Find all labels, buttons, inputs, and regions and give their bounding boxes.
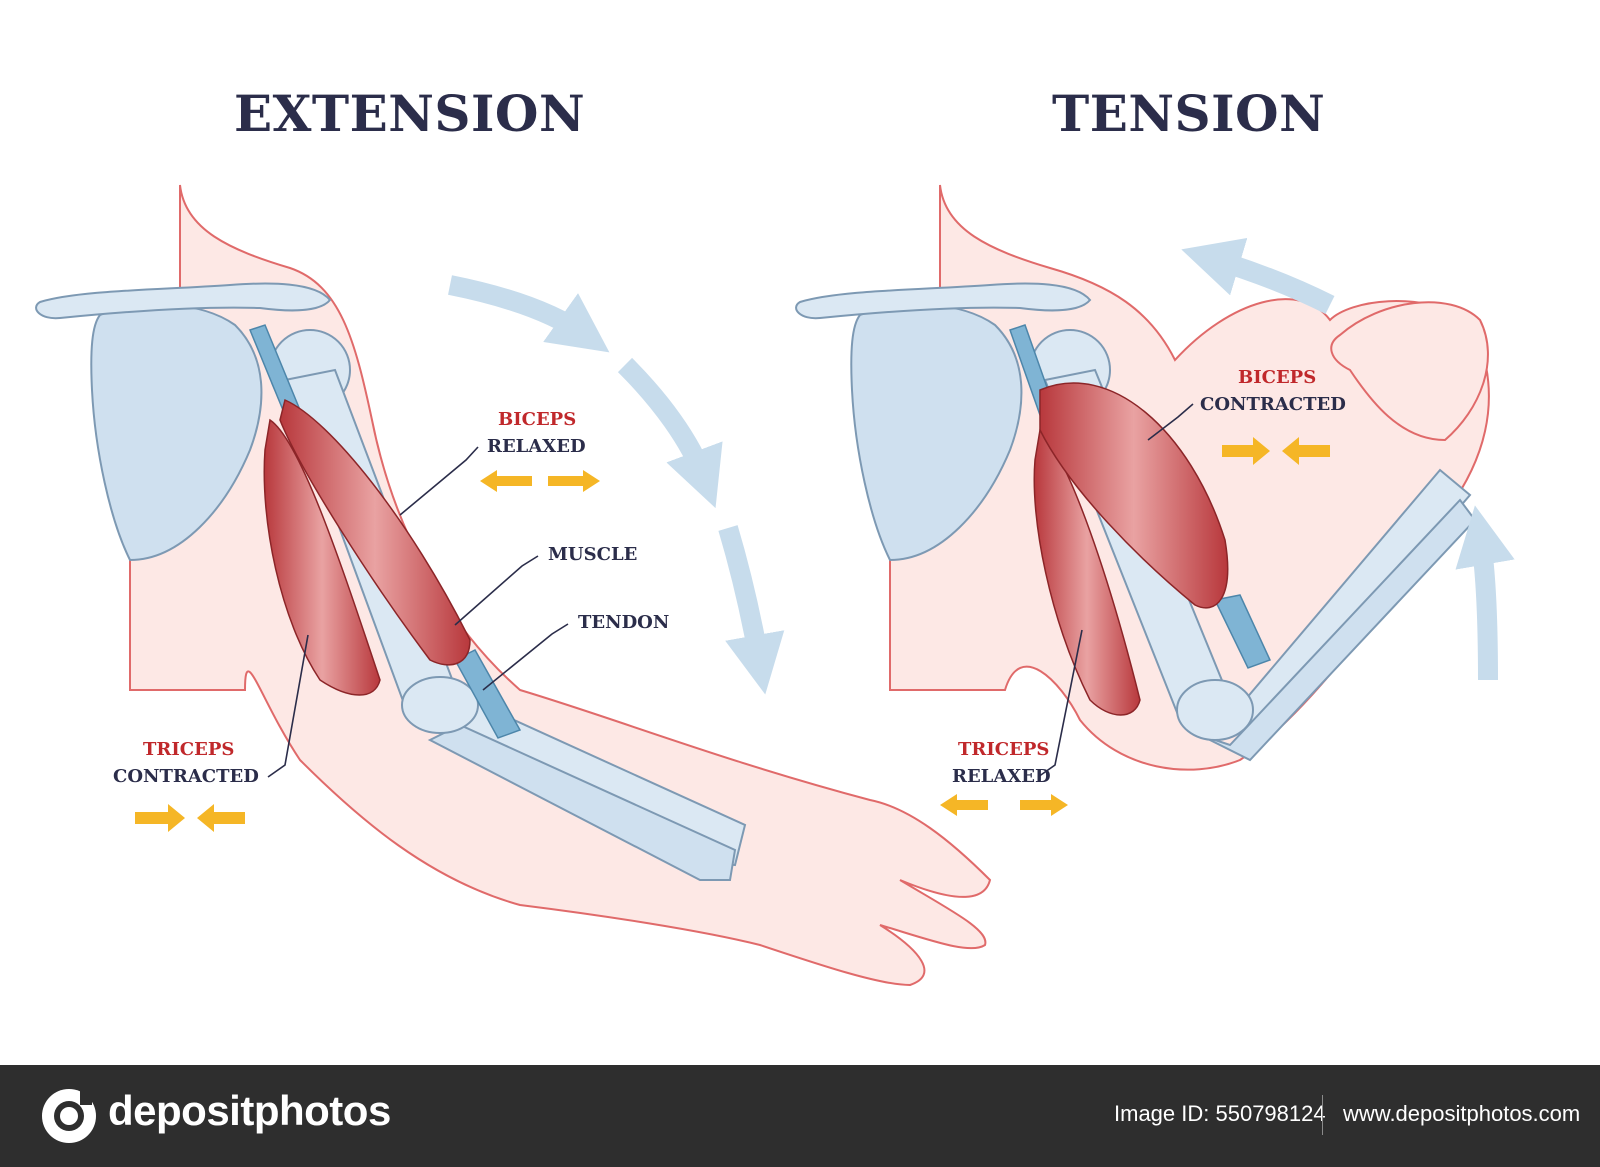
label-contracted-right: CONTRACTED [1200,394,1346,415]
footer-site-url: www.depositphotos.com [1343,1101,1581,1126]
extension-arm [35,184,992,987]
diagram-canvas: EXTENSION TENSION BICEPS RELAXED MUSCLE … [35,84,1515,987]
tension-title: TENSION [1052,84,1326,143]
right-scapula [850,303,1023,562]
label-tendon: TENDON [578,612,670,633]
label-relaxed-left: RELAXED [487,436,586,457]
right-clavicle [795,282,1092,320]
left-triceps-muscle [263,418,381,696]
leader-biceps-contracted [1147,403,1194,441]
label-triceps-right: TRICEPS [958,739,1050,760]
left-biceps-muscle [279,398,471,666]
label-contracted-left: CONTRACTED [113,766,259,787]
right-fist [1330,301,1489,442]
biceps-relaxed-arrow-left [480,470,532,492]
right-triceps-muscle [1033,428,1141,716]
left-motion-arrow-2 [617,357,723,509]
right-elbow [1176,679,1254,741]
right-tendon-bottom [1213,594,1272,669]
triceps-contracted-arrow-right [197,804,245,832]
biceps-contracted-arrow-left [1222,437,1270,465]
footer-bar: depositphotos Image ID: 550798124 www.de… [0,1065,1600,1167]
triceps-relaxed-arrow-left [940,794,988,816]
motion-arrows [448,237,1515,695]
biceps-contracted-arrow-right [1282,437,1330,465]
leader-muscle [454,555,539,626]
leader-biceps-relaxed [399,446,479,516]
footer-brand: depositphotos [108,1087,391,1134]
right-motion-arrow-up [1455,505,1515,681]
triceps-relaxed-arrow-right [1020,794,1068,816]
diagram-svg [35,184,1515,987]
left-scapula [90,303,263,562]
leader-lines [267,403,1194,778]
right-motion-arrow-top [1181,237,1335,314]
right-biceps-muscle [1039,382,1229,609]
leader-triceps-relaxed [1037,629,1083,778]
label-muscle: MUSCLE [548,544,638,565]
triceps-contracted-arrow-left [135,804,185,832]
label-biceps-left: BICEPS [498,409,577,430]
left-clavicle [35,282,332,320]
footer-separator [1322,1095,1323,1135]
label-biceps-right: BICEPS [1238,367,1317,388]
left-elbow [401,676,479,734]
depositphotos-logo-icon [42,1089,96,1143]
tension-arm [795,184,1490,771]
label-relaxed-right: RELAXED [952,766,1051,787]
left-motion-arrow-3 [718,525,785,695]
extension-title: EXTENSION [234,84,586,143]
leader-triceps-contracted [267,634,309,778]
leader-tendon [482,623,569,691]
left-motion-arrow-1 [448,275,610,353]
label-triceps-left: TRICEPS [143,739,235,760]
indicator-arrows [135,437,1330,832]
footer-image-id: Image ID: 550798124 [1114,1101,1326,1126]
biceps-relaxed-arrow-right [548,470,600,492]
